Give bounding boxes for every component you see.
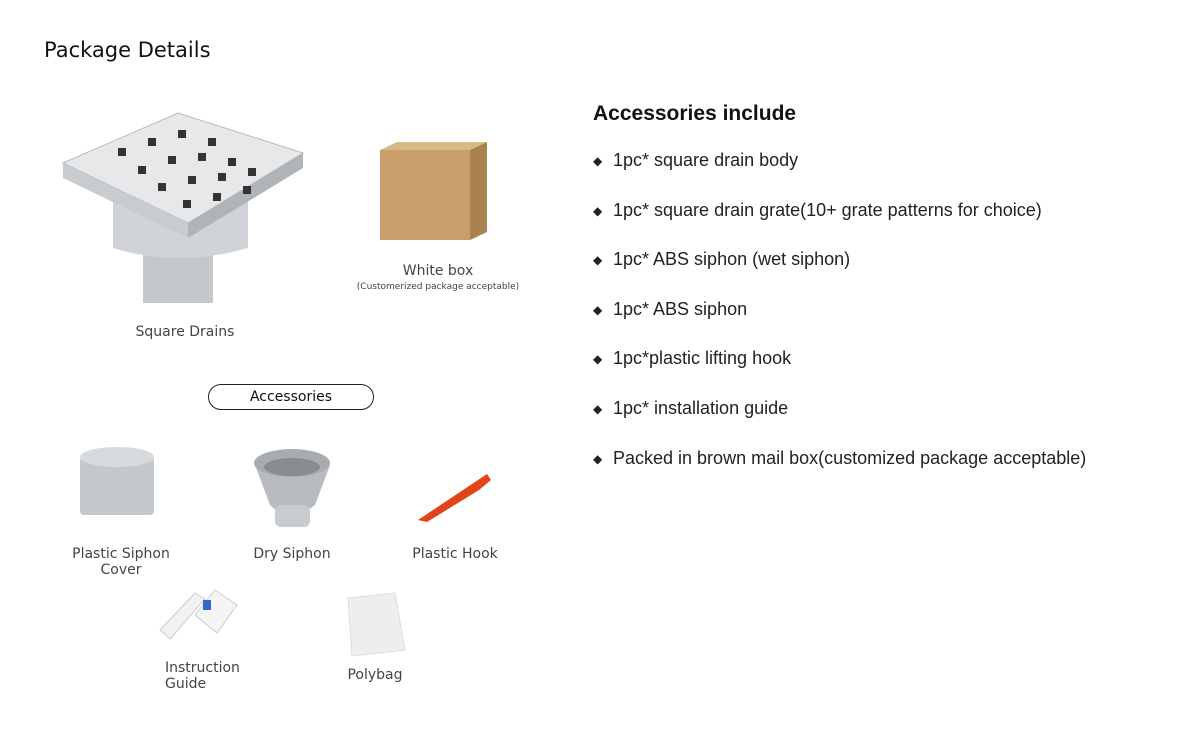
- list-item: ◆1pc* square drain body: [593, 150, 799, 170]
- square-drains-caption: Square Drains: [135, 324, 235, 340]
- diamond-bullet-icon: ◆: [593, 253, 603, 268]
- instruction-guide-caption: Instruction Guide: [165, 660, 240, 692]
- diamond-bullet-icon: ◆: [593, 302, 603, 317]
- diamond-bullet-icon: ◆: [593, 352, 603, 367]
- list-item: ◆1pc* square drain grate(10+ grate patte…: [593, 199, 1042, 220]
- diamond-bullet-icon: ◆: [593, 154, 603, 168]
- list-item: ◆1pc* ABS siphon (wet siphon): [593, 249, 851, 270]
- list-item: ◆1pc*plastic lifting hook: [593, 348, 792, 369]
- diamond-bullet-icon: ◆: [593, 401, 603, 416]
- accessories-list: ◆1pc* square drain body ◆1pc* square dra…: [593, 150, 1086, 497]
- list-item: ◆Packed in brown mail box(customized pac…: [593, 447, 1087, 468]
- diamond-bullet-icon: ◆: [593, 451, 603, 466]
- diamond-bullet-icon: ◆: [593, 203, 603, 218]
- white-box-caption: White box: [402, 263, 474, 279]
- white-box-note: (Customerized package acceptable): [356, 282, 520, 292]
- siphon-cover-image: [80, 447, 154, 515]
- accessories-include-heading: Accessories include: [593, 102, 797, 125]
- square-drain-image: [61, 112, 305, 303]
- dry-siphon-image: [254, 449, 330, 527]
- plastic-hook-caption: Plastic Hook: [412, 546, 498, 562]
- siphon-cover-caption: Plastic Siphon Cover: [72, 546, 170, 578]
- list-item: ◆1pc* installation guide: [593, 397, 789, 418]
- polybag-caption: Polybag: [347, 667, 403, 683]
- instruction-guide-image: [159, 589, 238, 640]
- dry-siphon-caption: Dry Siphon: [253, 546, 331, 562]
- box-image: [380, 142, 487, 240]
- plastic-hook-image: [418, 474, 491, 522]
- polybag-image: [347, 592, 406, 657]
- accessories-label: Accessories: [208, 384, 374, 410]
- list-item: ◆1pc* ABS siphon: [593, 298, 748, 319]
- page-title: Package Details: [44, 38, 211, 62]
